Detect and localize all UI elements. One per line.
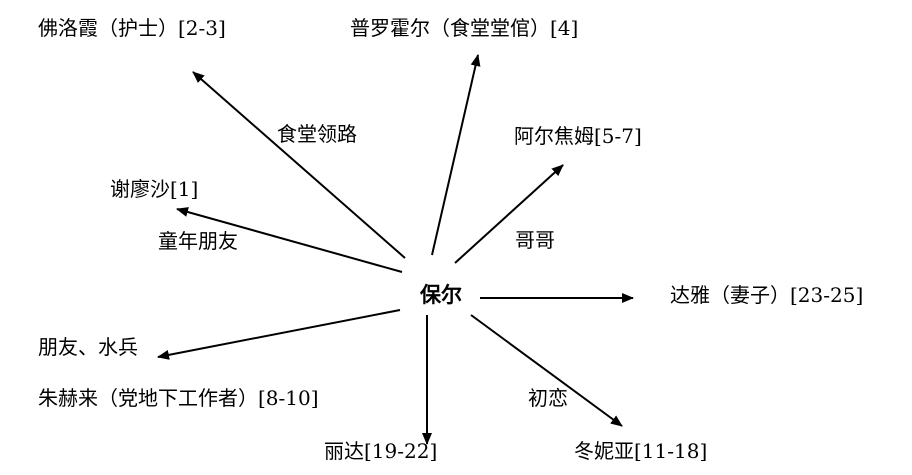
edge-label-brother: 哥哥 <box>515 228 555 252</box>
node-friend-sailor: 朋友、水兵 <box>38 335 138 359</box>
node-seryozha: 谢廖沙[1] <box>110 177 198 201</box>
node-artyom: 阿尔焦姆[5-7] <box>514 124 642 148</box>
arrow-to-prokhor <box>431 54 481 256</box>
node-rita: 丽达[19-22] <box>324 439 437 463</box>
node-zhukhrai: 朱赫来（党地下工作者）[8-10] <box>38 386 319 410</box>
arrow-to-seryozha <box>176 207 403 273</box>
center-node-pavel: 保尔 <box>419 283 462 307</box>
node-tonya: 冬妮亚[11-18] <box>574 439 707 463</box>
node-dasha: 达雅（妻子）[23-25] <box>670 283 863 307</box>
arrow-to-artyom <box>454 164 564 264</box>
edge-label-childhood-friend: 童年朋友 <box>158 229 238 253</box>
arrow-to-friend-sailor <box>157 309 401 360</box>
arrow-to-tonya <box>470 314 623 427</box>
edge-label-first-love: 初恋 <box>528 386 568 410</box>
node-prokhor: 普罗霍尔（食堂堂倌）[4] <box>350 16 578 40</box>
arrow-to-florova <box>192 71 406 259</box>
edge-label-canteen-guide: 食堂领路 <box>277 122 357 146</box>
node-florova: 佛洛霞（护士）[2-3] <box>38 16 226 40</box>
